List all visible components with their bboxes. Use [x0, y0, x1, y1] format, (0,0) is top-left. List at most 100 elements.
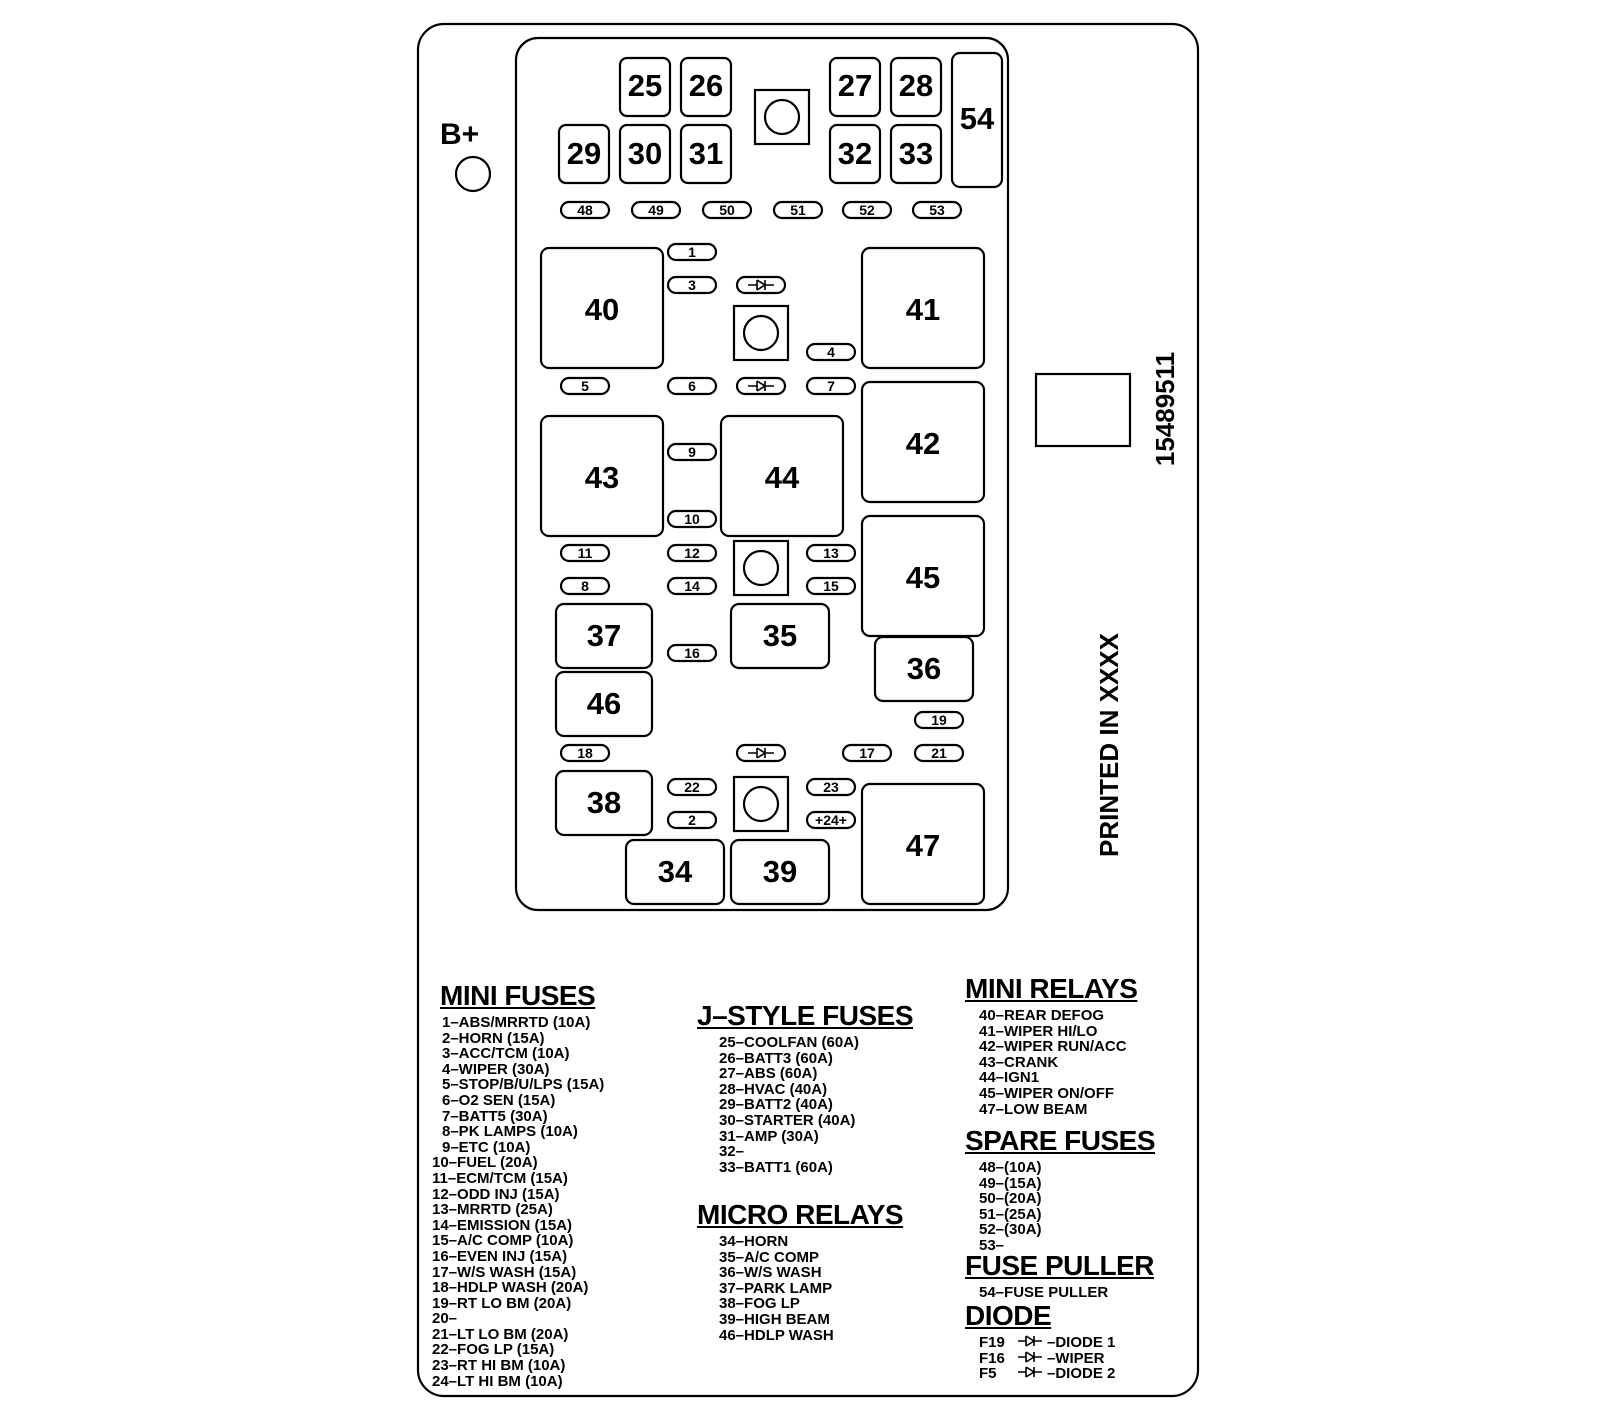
diode-position: F5 [979, 1365, 997, 1383]
legend-item: 47–LOW BEAM [979, 1100, 1088, 1118]
legend-item: 15–A/C COMP (10A) [432, 1232, 574, 1250]
legend-item: 14–EMISSION (15A) [432, 1216, 573, 1234]
legend-item: 3–ACC/TCM (10A) [442, 1045, 570, 1063]
diode-name: –WIPER [1047, 1349, 1105, 1367]
diode-f5 [735, 743, 787, 763]
slot-36 [873, 635, 975, 703]
diode-position: F16 [979, 1349, 1005, 1367]
legend-item: 36–W/S WASH [719, 1264, 822, 1282]
legend-item: 40–REAR DEFOG [979, 1007, 1105, 1024]
legend-item: 9–ETC (10A) [442, 1138, 531, 1156]
stud-upper [732, 304, 790, 362]
legend-list: 25–COOLFAN (60A)26–BATT3 (60A)27–ABS (60… [719, 1035, 913, 1175]
legend-item: 49–(15A) [979, 1174, 1042, 1192]
legend-item: 23–RT HI BM (10A) [432, 1357, 566, 1375]
slot-37 [554, 602, 654, 670]
diode-icon [1017, 1350, 1043, 1367]
slot-41 [860, 246, 986, 370]
legend-item: 52–(30A) [979, 1221, 1042, 1239]
legend-list: 48–(10A)49–(15A)50–(20A)51–(25A)52–(30A)… [979, 1160, 1155, 1254]
b-plus-label: B+ [440, 118, 480, 151]
legend-list: 1–ABS/MRRTD (10A)2–HORN (15A)3–ACC/TCM (… [432, 1015, 604, 1389]
diode-name: –DIODE 1 [1047, 1334, 1116, 1351]
legend-list: F19 –DIODE 1 F16 –WIPER F5 –DIODE 2 [979, 1335, 1115, 1382]
legend-item: 43–CRANK [979, 1053, 1059, 1071]
slot-43 [539, 414, 665, 538]
slot-34 [624, 838, 726, 906]
legend-item: 24–LT HI BM (10A) [432, 1372, 563, 1390]
legend-item: 38–FOG LP [719, 1295, 800, 1313]
legend-item: 10–FUEL (20A) [432, 1154, 538, 1172]
legend-item: 22–FOG LP (15A) [432, 1341, 555, 1359]
slot-29 [557, 123, 611, 185]
legend-item: 35–A/C COMP [719, 1248, 820, 1266]
slot-27 [828, 56, 882, 118]
legend-item: 33–BATT1 (60A) [719, 1158, 833, 1176]
stud-middle [732, 539, 790, 597]
legend-item: 13–MRRTD (25A) [432, 1201, 553, 1219]
legend-item: 19–RT LO BM (20A) [432, 1294, 572, 1312]
legend-item: F19 –DIODE 1 [979, 1335, 1115, 1351]
legend-item: 21–LT LO BM (20A) [432, 1325, 569, 1343]
legend-item: 46–HDLP WASH [719, 1326, 834, 1344]
slot-44 [719, 414, 845, 538]
slot-28 [889, 56, 943, 118]
slot-35 [729, 602, 831, 670]
slot-42 [860, 380, 986, 504]
diode-f19 [735, 275, 787, 295]
b-plus-stud [454, 155, 492, 193]
legend-title: MINI RELAYS [965, 973, 1138, 1004]
diode-position: F19 [979, 1334, 1005, 1351]
legend-item: 27–ABS (60A) [719, 1065, 818, 1083]
legend-item: 6–O2 SEN (15A) [442, 1091, 556, 1109]
legend-item: 42–WIPER RUN/ACC [979, 1038, 1127, 1056]
slot-54 [950, 51, 1004, 189]
legend-item: 45–WIPER ON/OFF [979, 1084, 1115, 1102]
legend-item: 16–EVEN INJ (15A) [432, 1247, 568, 1265]
diode-icon [1017, 1335, 1043, 1351]
legend-item: 30–STARTER (40A) [719, 1111, 856, 1129]
part-number: 15489511 [1150, 351, 1180, 467]
legend-item: F16 –WIPER [979, 1349, 1115, 1367]
fuse-block-outline [514, 36, 1010, 912]
legend-item: 26–BATT3 (60A) [719, 1049, 833, 1067]
stud-top [753, 88, 811, 146]
legend-item: 20– [432, 1310, 458, 1328]
part-number-box [1034, 372, 1132, 448]
slot-47 [860, 782, 986, 906]
legend-item: 32– [719, 1143, 745, 1161]
legend-item: 51–(25A) [979, 1205, 1042, 1223]
legend-title: SPARE FUSES [965, 1125, 1156, 1156]
diode-name: –DIODE 2 [1047, 1365, 1116, 1383]
slot-45 [860, 514, 986, 638]
stud-lower [732, 775, 790, 833]
slot-25 [618, 56, 672, 118]
slot-30 [618, 123, 672, 185]
slot-33 [889, 123, 943, 185]
legend-item: 8–PK LAMPS (10A) [442, 1123, 578, 1141]
legend-item: 7–BATT5 (30A) [442, 1107, 548, 1125]
legend-spare-fuses: SPARE FUSES 48–(10A)49–(15A)50–(20A)51–(… [965, 1125, 1156, 1254]
legend-item: 2–HORN (15A) [442, 1029, 545, 1047]
legend-item: 18–HDLP WASH (20A) [432, 1279, 589, 1297]
legend-list: 54–FUSE PULLER [979, 1285, 1154, 1301]
legend-title: MICRO RELAYS [697, 1199, 904, 1230]
legend-item: 34–HORN [719, 1233, 789, 1250]
legend-title: FUSE PULLER [965, 1250, 1154, 1281]
legend-item: 39–HIGH BEAM [719, 1310, 830, 1328]
diode-f16 [735, 376, 787, 396]
slot-40 [539, 246, 665, 370]
legend-item: 11–ECM/TCM (15A) [432, 1169, 568, 1187]
legend-title: MINI FUSES [440, 980, 596, 1011]
legend-item: 31–AMP (30A) [719, 1127, 819, 1145]
legend-item: 1–ABS/MRRTD (10A) [442, 1014, 591, 1031]
legend-j-style-fuses: J–STYLE FUSES 25–COOLFAN (60A)26–BATT3 (… [697, 1000, 914, 1175]
legend-mini-fuses: MINI FUSES 1–ABS/MRRTD (10A)2–HORN (15A)… [432, 980, 604, 1389]
legend-item: 25–COOLFAN (60A) [719, 1034, 860, 1051]
legend-item: 48–(10A) [979, 1159, 1042, 1176]
